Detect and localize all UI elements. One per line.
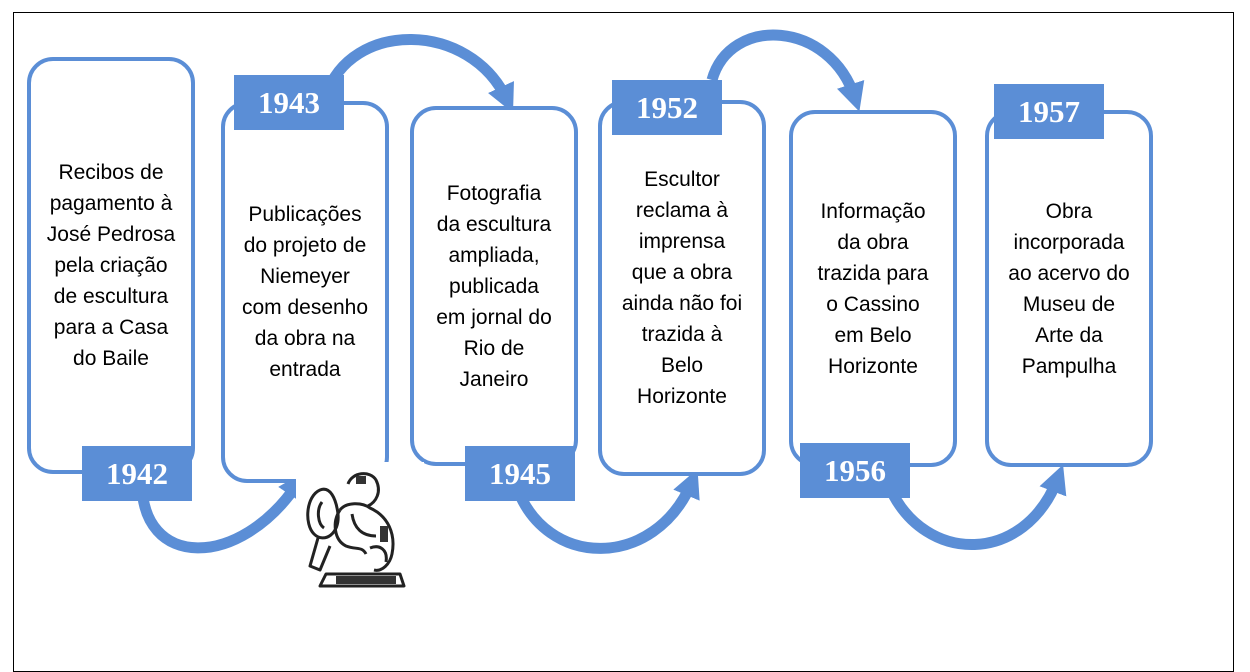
sculpture-sketch-icon bbox=[296, 462, 424, 594]
timeline-card-1957: Obra incorporada ao acervo do Museu de A… bbox=[985, 110, 1153, 467]
card-text-1943: Publicações do projeto de Niemeyer com d… bbox=[241, 203, 369, 381]
year-label-1943: 1943 bbox=[234, 75, 344, 130]
card-text-1956: Informação da obra trazida para o Cassin… bbox=[817, 199, 929, 378]
timeline-card-1956: Informação da obra trazida para o Cassin… bbox=[789, 110, 957, 467]
year-label-1952: 1952 bbox=[612, 80, 722, 135]
connector-arrows bbox=[136, 29, 1067, 554]
card-text-1942: Recibos de pagamento à José Pedrosa pela… bbox=[46, 161, 176, 370]
arrow-1943-1945 bbox=[320, 34, 514, 113]
card-text-1952: Escultor reclama à imprensa que a obra a… bbox=[621, 168, 743, 408]
year-label-1945: 1945 bbox=[465, 446, 575, 501]
year-label-1942: 1942 bbox=[82, 446, 192, 501]
year-label-1956: 1956 bbox=[800, 443, 910, 498]
timeline-card-1945: Fotografia da escultura ampliada, public… bbox=[410, 106, 578, 466]
timeline-card-1943: Publicações do projeto de Niemeyer com d… bbox=[221, 101, 389, 483]
arrow-1945-1952 bbox=[510, 468, 700, 554]
arrow-1952-1956 bbox=[706, 29, 865, 112]
card-text-1957: Obra incorporada ao acervo do Museu de A… bbox=[1008, 199, 1130, 378]
arrow-1942-1943 bbox=[136, 471, 306, 554]
year-label-1957: 1957 bbox=[994, 84, 1104, 139]
timeline-card-1952: Escultor reclama à imprensa que a obra a… bbox=[598, 100, 766, 476]
arrow-1956-1957 bbox=[884, 464, 1067, 551]
timeline-card-1942: Recibos de pagamento à José Pedrosa pela… bbox=[27, 57, 195, 474]
card-text-1945: Fotografia da escultura ampliada, public… bbox=[436, 181, 552, 391]
